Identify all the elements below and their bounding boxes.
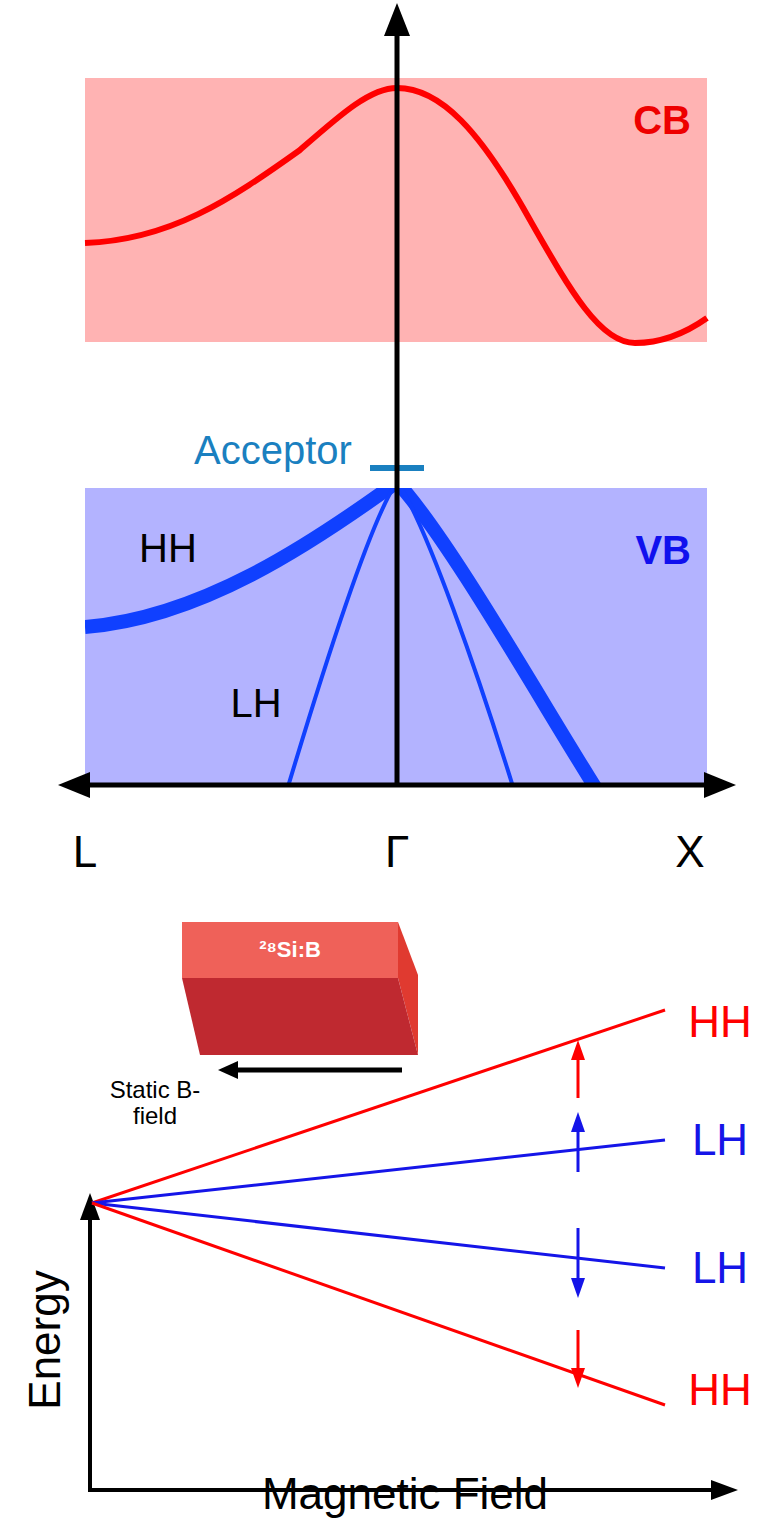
- band-name: VB: [635, 528, 691, 572]
- spin-arrow: [577, 1056, 580, 1098]
- level-label: LH: [692, 1116, 748, 1164]
- k-point-label: L: [73, 827, 97, 876]
- spin-arrow: [577, 1330, 580, 1372]
- band-name: CB: [633, 98, 691, 142]
- level-label: Acceptor: [194, 428, 352, 472]
- energy-axis: [395, 30, 400, 787]
- axis-arrowhead: [384, 3, 410, 36]
- zeeman-level: [92, 1140, 665, 1203]
- level-label: LH: [692, 1244, 748, 1292]
- level-label: HH: [688, 997, 752, 1046]
- spin-arrow: [577, 1228, 580, 1282]
- crystal-top-face: [182, 922, 398, 978]
- axis-arrowhead: [58, 772, 90, 798]
- k-axis: [80, 783, 714, 788]
- level-label: HH: [688, 1365, 752, 1414]
- level-label: HH: [688, 998, 752, 1046]
- spin-arrowhead: [571, 1278, 585, 1298]
- light-hole-curve: [287, 488, 514, 785]
- band-label: LH: [230, 681, 281, 725]
- energy-axis: [88, 1215, 92, 1492]
- spin-arrow: [577, 1128, 580, 1172]
- spin-arrowhead: [571, 1112, 585, 1132]
- level-label: LH: [692, 1115, 748, 1164]
- band-label: HH: [139, 526, 197, 570]
- spin-arrowhead: [571, 1368, 585, 1388]
- k-point-label: X: [675, 828, 704, 876]
- band-label: HH: [139, 526, 197, 570]
- crystal-front-face: [182, 978, 418, 1055]
- spin-arrowhead: [571, 1040, 585, 1060]
- axis-arrowhead: [80, 1193, 100, 1220]
- conduction-band-curve: [85, 88, 707, 343]
- field-label: Static B-field: [110, 1076, 201, 1129]
- k-point-label: X: [675, 827, 704, 876]
- band-name: ²⁸Si:B: [182, 922, 398, 978]
- field-label: Static B-field: [100, 1077, 210, 1130]
- acceptor-level: [370, 465, 424, 471]
- level-label: LH: [692, 1243, 748, 1292]
- zeeman-level: [92, 1203, 665, 1268]
- axis-title: Magnetic Field: [262, 1469, 548, 1518]
- axis-title: Magnetic Field: [262, 1470, 548, 1518]
- level-label: HH: [688, 1366, 752, 1414]
- k-point-label: Γ: [385, 827, 409, 876]
- heavy-hole-curve: [85, 488, 600, 785]
- axis-title: Energy: [20, 1270, 69, 1409]
- field-arrow: [234, 1068, 402, 1073]
- k-point-label: Γ: [385, 828, 409, 876]
- axis-arrowhead: [711, 1480, 738, 1500]
- level-label: Acceptor: [194, 428, 352, 472]
- zeeman-level: [92, 1010, 665, 1203]
- axis-title: Energy: [21, 1270, 69, 1409]
- band-label: LH: [230, 681, 281, 725]
- axis-arrowhead: [704, 772, 736, 798]
- conduction-band: CB: [85, 78, 707, 342]
- crystal-sample: ²⁸Si:B: [182, 922, 420, 1057]
- zeeman-level: [92, 1203, 665, 1405]
- field-arrowhead: [218, 1061, 238, 1079]
- k-point-label: L: [73, 828, 97, 876]
